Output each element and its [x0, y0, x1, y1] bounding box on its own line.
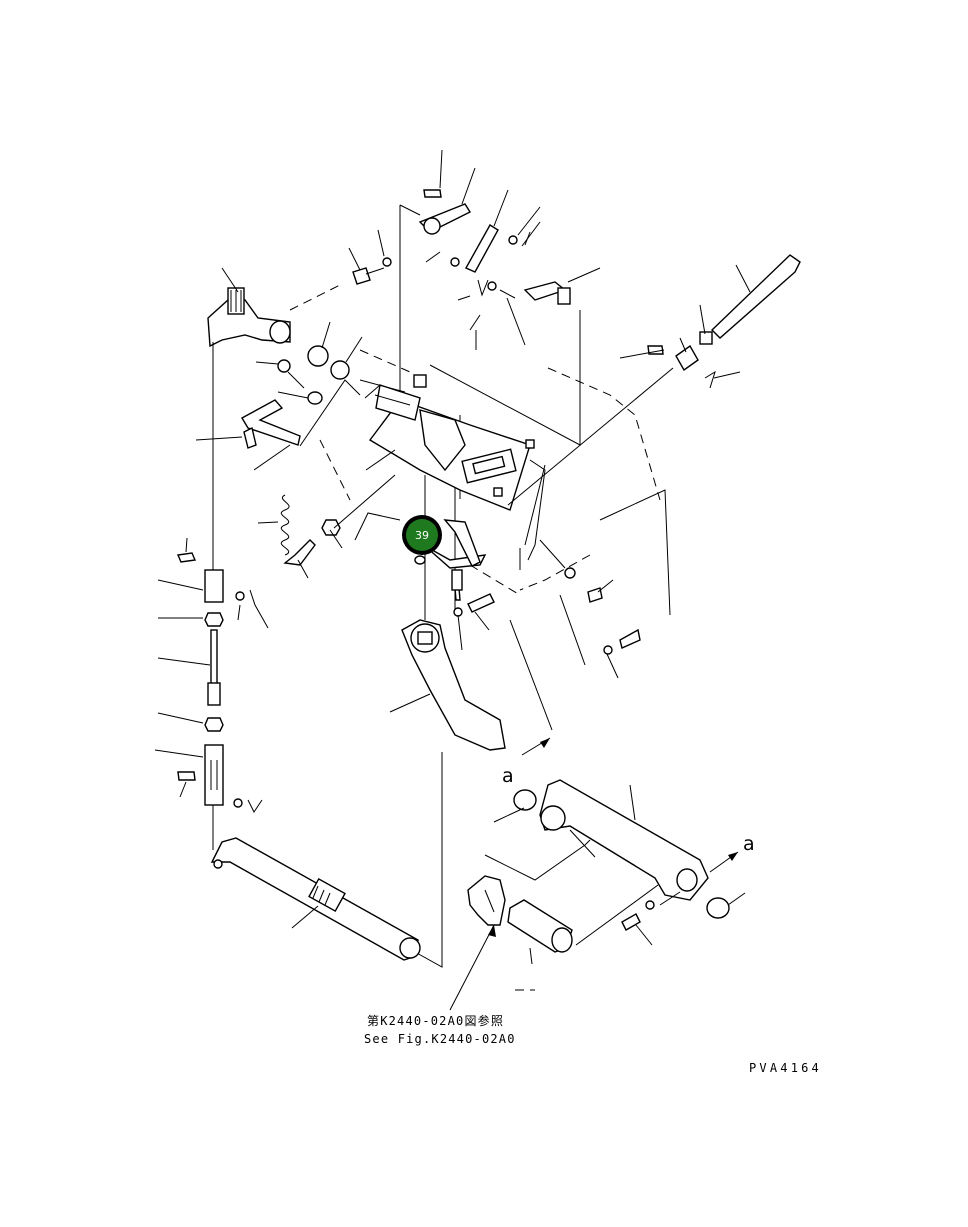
label-a-right: a	[743, 833, 755, 855]
lower-right-assembly	[467, 779, 746, 965]
brake-pedal	[389, 519, 506, 751]
bushings	[255, 321, 363, 405]
central-bracket	[359, 374, 546, 561]
cross-shaft	[210, 837, 421, 961]
clevis-lower	[154, 744, 263, 813]
top-small-parts	[348, 149, 601, 350]
figure-code: PVA4164	[749, 1061, 822, 1075]
label-a-top: a	[502, 765, 514, 787]
left-bracket	[195, 379, 361, 471]
callout-39-hotspot[interactable]: 39	[402, 515, 442, 555]
reference-note-japanese: 第K2440-02A0図参照	[367, 1013, 504, 1028]
reference-note-english: See Fig.K2440-02A0	[364, 1032, 516, 1046]
frame-lines	[289, 204, 671, 991]
direction-arrows	[449, 737, 739, 1011]
callout-number[interactable]: 39	[415, 529, 429, 542]
clevis-upper	[157, 537, 269, 629]
callout-badge[interactable]	[406, 519, 438, 551]
reference-leader-line	[449, 924, 495, 1011]
spring-assembly	[257, 474, 401, 579]
right-side-parts	[507, 254, 801, 679]
nut-and-threaded-rod	[157, 612, 224, 732]
upper-left-lever	[207, 267, 291, 348]
